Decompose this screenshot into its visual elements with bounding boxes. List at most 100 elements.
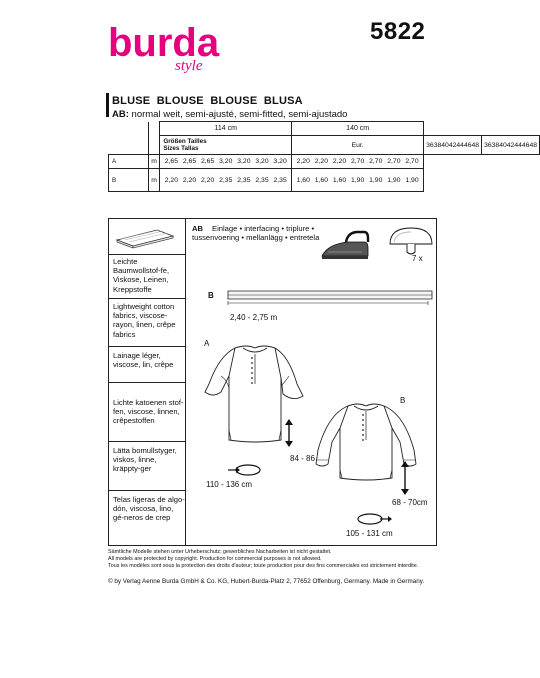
fabric-nl: Lichte katoenen stof-fen, viscose, linne…	[113, 398, 184, 426]
eur-label: Eur.	[291, 135, 425, 155]
fabric-width-114: 114 cm	[159, 121, 293, 136]
width-loop-icon	[357, 513, 392, 525]
yardage-cell: 2,65	[182, 158, 197, 165]
width-loop-icon	[228, 464, 261, 476]
title-bar	[106, 93, 109, 117]
fabric-divider	[108, 298, 186, 299]
yardage-cell: 2,20	[296, 158, 310, 165]
fit-code: AB:	[112, 109, 129, 120]
pattern-number: 5822	[370, 18, 426, 45]
yardage-cell: 2,35	[237, 176, 251, 184]
bias-tape-length: 2,40 - 2,75 m	[230, 313, 278, 322]
interfacing-text: Einlage • interfacing • triplure • tusse…	[192, 224, 320, 242]
size-cell: 36	[484, 141, 492, 149]
copyright-line: © by Verlag Aenne Burda GmbH & Co. KG, H…	[108, 578, 425, 585]
size-cell: 38	[433, 141, 442, 149]
burda-style-logo: burda style	[108, 21, 220, 74]
yardage-cell: 2,65	[201, 158, 215, 165]
view-a-blouse-drawing	[204, 345, 304, 443]
size-cell: 36	[426, 141, 434, 149]
yardage-cell: 3,20	[219, 158, 233, 165]
bias-tape-illustration	[227, 290, 433, 305]
size-cell: 40	[441, 141, 449, 149]
legal-fr: Tous les modèles sont sous la protection…	[108, 562, 419, 569]
unit-a: m	[147, 154, 161, 169]
bias-view-label: B	[208, 291, 214, 300]
yardage-cell: 3,20	[273, 158, 287, 165]
interfacing-code: AB	[192, 224, 203, 233]
fabric-divider	[108, 254, 186, 255]
fabric-de: Leichte Baumwollstof-fe, Viskose, Leinen…	[113, 257, 170, 294]
legal-notice: Sämtliche Modelle stehen unter Urhebersc…	[108, 549, 438, 570]
size-cell: 46	[521, 141, 530, 149]
yardage-cell: 1,60	[332, 176, 347, 184]
size-cell: 38	[491, 141, 500, 149]
yardage-cell: 2,20	[332, 158, 347, 165]
size-cell: 42	[448, 141, 457, 149]
size-yardage-table: 114 cm 140 cm Größen Tailles Sizes Talla…	[108, 121, 540, 192]
yardage-cell: 1,60	[314, 176, 328, 184]
yardage-cell: 2,20	[314, 158, 328, 165]
view-b-label: B	[400, 396, 406, 405]
fabric-divider	[108, 490, 186, 491]
legal-de: Sämtliche Modelle stehen unter Urhebersc…	[108, 549, 332, 555]
yardage-cell: 2,70	[351, 158, 365, 165]
view-b-blouse-drawing	[315, 403, 417, 481]
fabric-es: Telas ligeras de algo-dón, viscosa, lino…	[113, 495, 185, 523]
unit-b: m	[147, 168, 161, 192]
yardage-cell: 2,35	[255, 176, 269, 184]
size-cell: 44	[514, 141, 522, 149]
row-label-a: A	[108, 154, 149, 169]
view-b-length: 68 - 70cm	[392, 498, 428, 507]
fabric-swatch-icon	[115, 229, 175, 249]
yardage-cell: 1,60	[296, 176, 310, 184]
fabric-width-140: 140 cm	[291, 121, 425, 136]
fabric-fr: Lainage léger, viscose, lin, crêpe	[113, 351, 174, 370]
size-cell: 44	[456, 141, 464, 149]
fabric-divider	[108, 346, 186, 347]
yardage-cell: 2,20	[201, 176, 215, 184]
logo-subword: style	[175, 58, 203, 74]
fabric-sv: Lätta bomullstyger, viskos, linne, kräpp…	[113, 446, 177, 474]
yardage-cell: 1,90	[405, 176, 419, 184]
logo-wordmark: burda	[108, 21, 220, 65]
iron-icon	[321, 230, 370, 259]
view-a-label: A	[204, 339, 210, 348]
size-cell: 40	[499, 141, 507, 149]
fit-description: AB: normal weit, semi-ajusté, semi-fitte…	[112, 109, 347, 120]
yardage-cell: 1,90	[369, 176, 383, 184]
fabric-divider	[108, 382, 186, 383]
view-a-width: 110 - 136 cm	[206, 480, 253, 489]
size-cell: 48	[471, 141, 480, 149]
view-a-length: 84 - 86 cm	[290, 454, 328, 463]
yardage-cell: 2,20	[182, 176, 197, 184]
yardage-cell: 2,70	[369, 158, 383, 165]
yardage-cell: 2,35	[219, 176, 233, 184]
size-cell: 42	[506, 141, 515, 149]
yardage-cell: 2,20	[164, 176, 178, 184]
yardage-cell: 2,70	[405, 158, 419, 165]
yardage-cell: 2,65	[164, 158, 178, 165]
yardage-cell: 2,70	[387, 158, 401, 165]
view-b-width: 105 - 131 cm	[346, 529, 393, 538]
size-cell: 48	[529, 141, 537, 149]
yardage-cell: 1,90	[351, 176, 365, 184]
size-header-label: Größen Tailles Sizes Tallas	[159, 135, 293, 155]
button-icon	[389, 227, 433, 255]
row-label-b: B	[108, 168, 149, 192]
yardage-cell: 3,20	[237, 158, 251, 165]
garment-title: BLUSE BLOUSE BLOUSE BLUSA	[112, 95, 303, 107]
button-count: 7 x	[412, 254, 423, 263]
length-arrow-icon	[401, 461, 409, 495]
yardage-cell: 2,35	[273, 176, 287, 184]
fit-text: normal weit, semi-ajusté, semi-fitted, s…	[128, 109, 348, 120]
length-arrow-icon	[285, 419, 293, 447]
yardage-cell: 3,20	[255, 158, 269, 165]
fabric-en: Lightweight cotton fabrics, viscose-rayo…	[113, 302, 176, 339]
legal-en: All models are protected by copyright. P…	[108, 555, 322, 562]
fabric-divider	[108, 441, 186, 442]
yardage-cell: 1,90	[387, 176, 401, 184]
